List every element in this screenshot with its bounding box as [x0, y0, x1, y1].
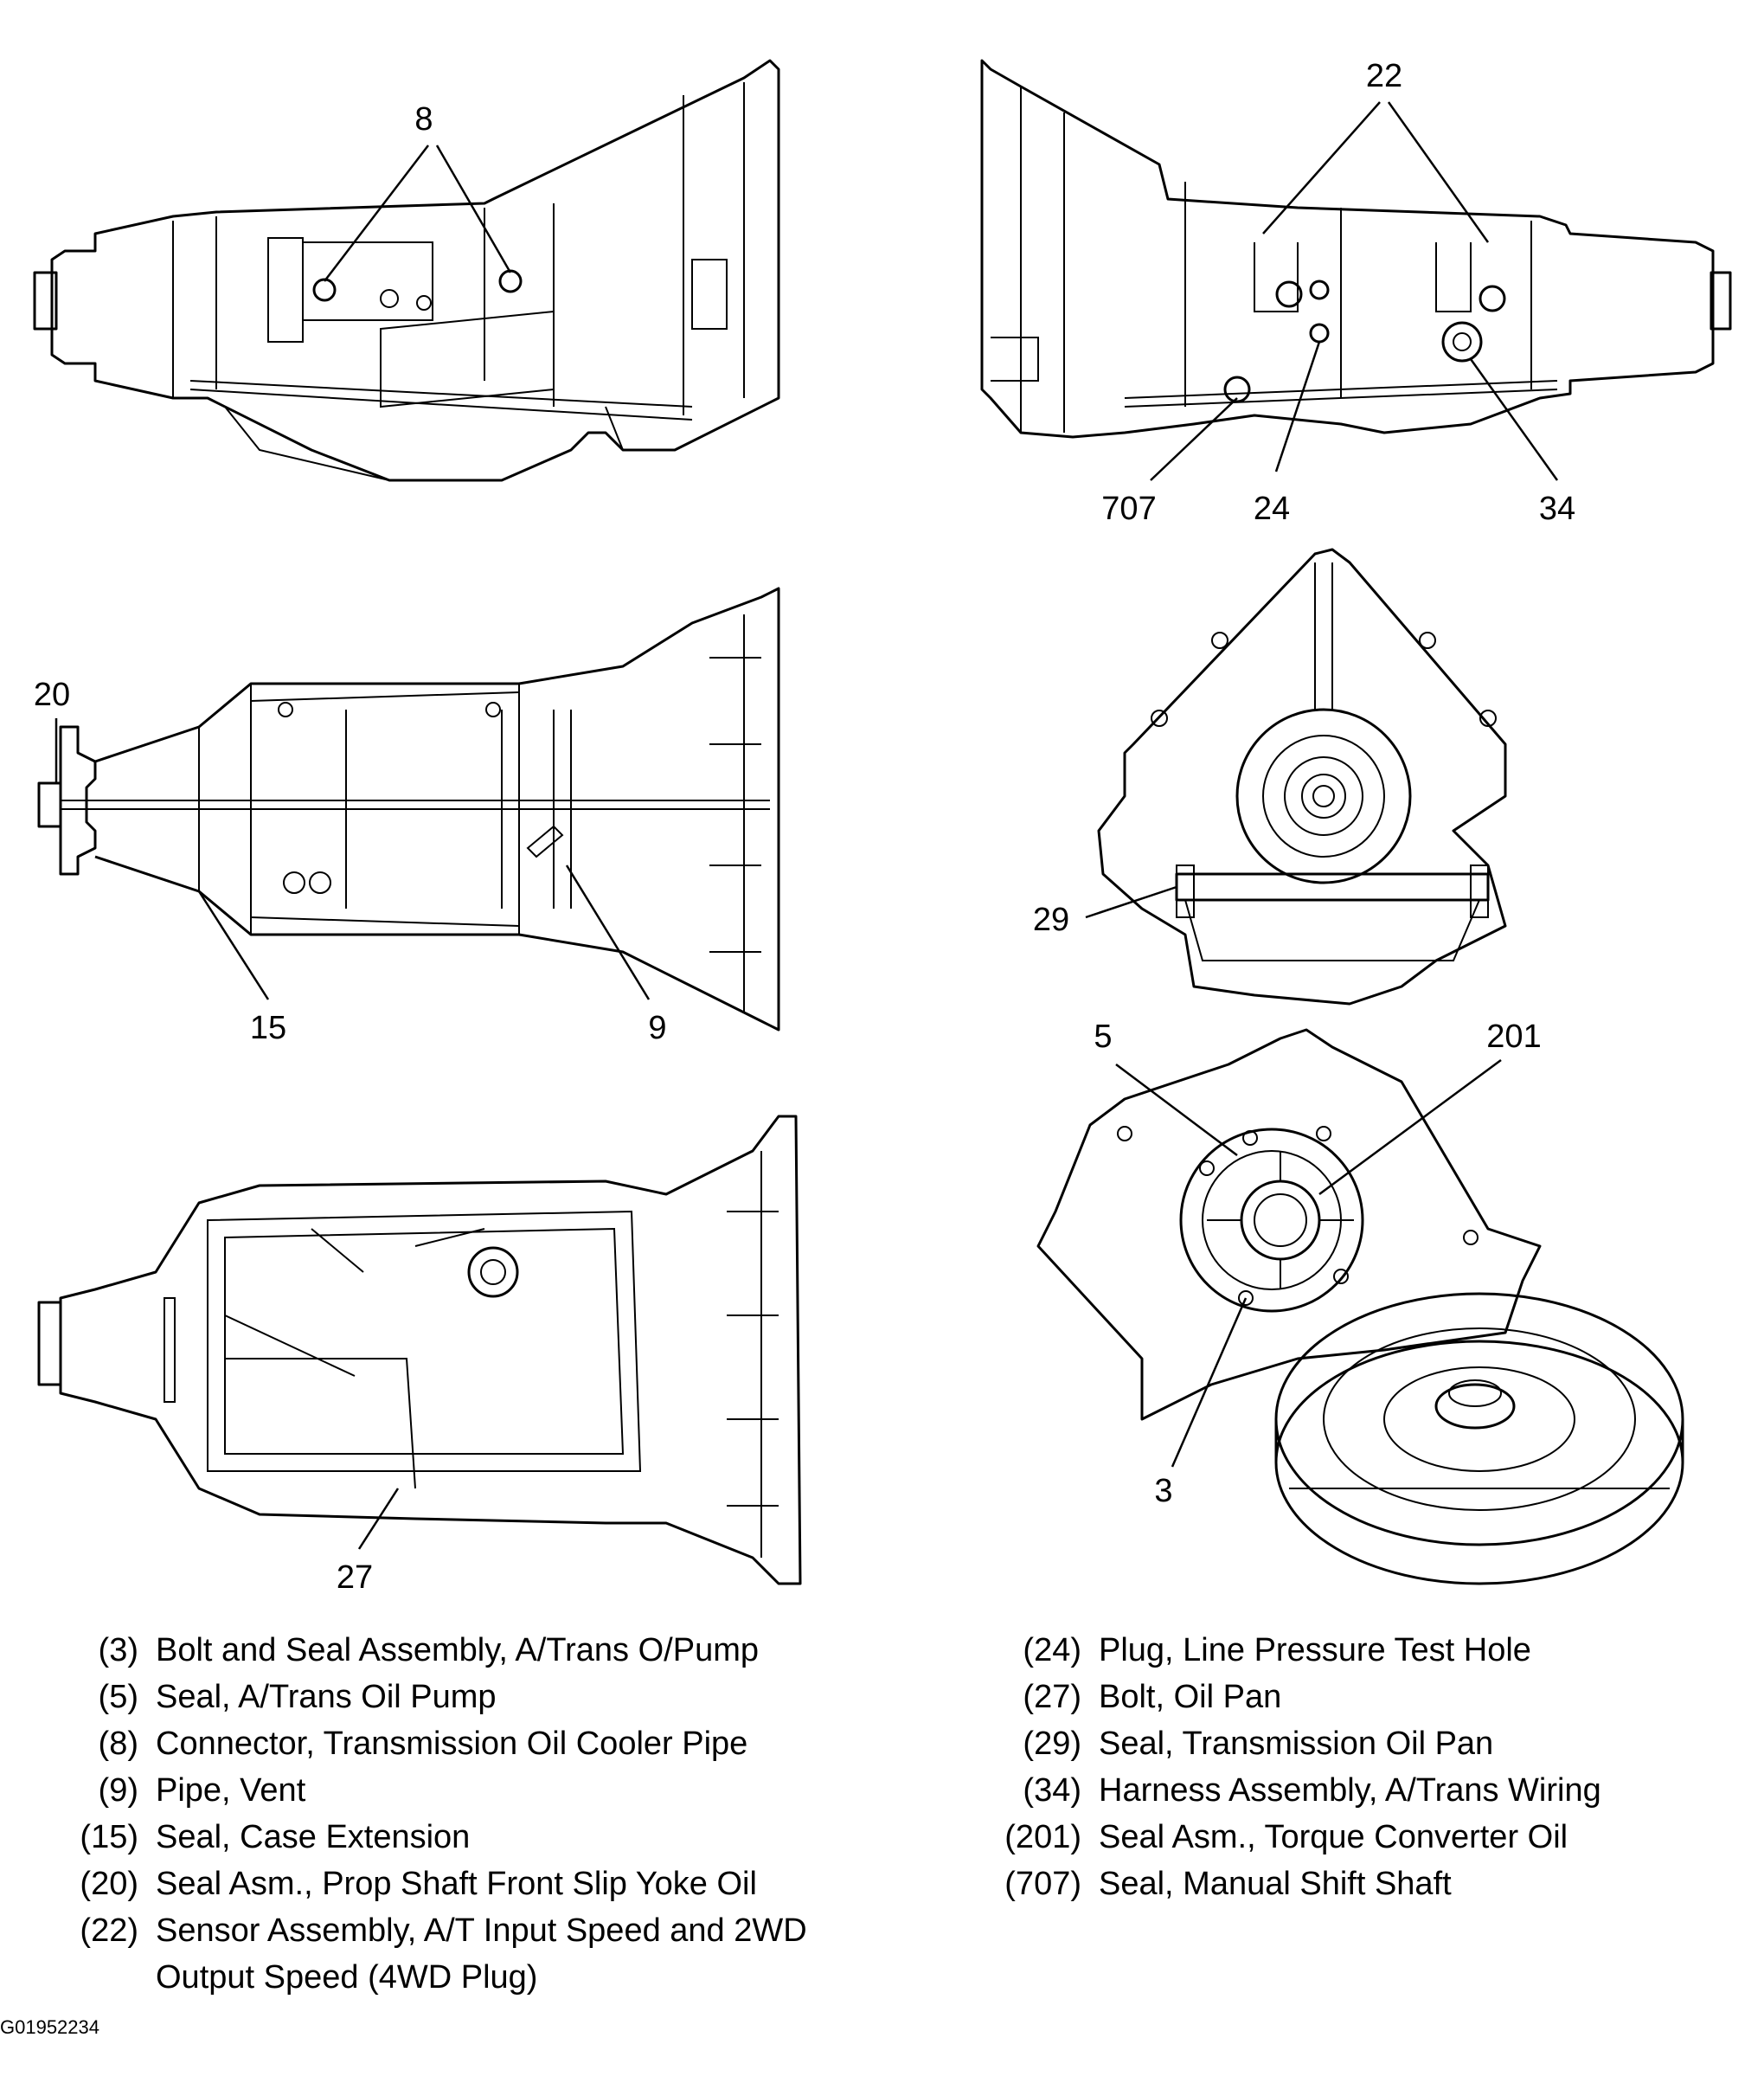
- legend-description: Harness Assembly, A/Trans Wiring: [1099, 1772, 1601, 1809]
- legend-item: (3) Bolt and Seal Assembly, A/Trans O/Pum…: [35, 1627, 839, 1674]
- legend-number: (5): [98, 1679, 138, 1715]
- callout-5: 5: [1094, 1019, 1112, 1055]
- legend-description: Sensor Assembly, A/T Input Speed and 2WD…: [156, 1912, 807, 1996]
- torque-converter: [1274, 1292, 1684, 1585]
- legend-right-column: (24) Plug, Line Pressure Test Hole (27) Bo…: [978, 1627, 1739, 1907]
- legend-item: (22) Sensor Assembly, A/T Input Speed and…: [35, 1907, 839, 2001]
- callout-29: 29: [1033, 902, 1069, 938]
- legend-number: (34): [1023, 1772, 1081, 1809]
- leader-lines: [55, 101, 1559, 1550]
- legend-number: (3): [98, 1632, 138, 1668]
- callout-707: 707: [1101, 491, 1156, 527]
- legend-description: Plug, Line Pressure Test Hole: [1099, 1632, 1531, 1668]
- transmission-top-view: [37, 587, 780, 1032]
- legend-description: Connector, Transmission Oil Cooler Pipe: [156, 1726, 748, 1762]
- legend-description: Seal Asm., Prop Shaft Front Slip Yoke Oi…: [156, 1866, 757, 1902]
- legend-item: (27) Bolt, Oil Pan: [978, 1674, 1739, 1720]
- legend-item: (5) Seal, A/Trans Oil Pump: [35, 1674, 839, 1720]
- callout-27: 27: [337, 1559, 373, 1596]
- legend-description: Seal Asm., Torque Converter Oil: [1099, 1819, 1568, 1855]
- legend-item: (20) Seal Asm., Prop Shaft Front Slip Yok…: [35, 1861, 839, 1907]
- legend-number: (29): [1023, 1726, 1081, 1762]
- callout-20: 20: [34, 677, 70, 713]
- legend-number: (27): [1023, 1679, 1081, 1715]
- legend-description: Bolt, Oil Pan: [1099, 1679, 1282, 1715]
- legend-number: (201): [1004, 1819, 1081, 1855]
- transmission-left-side-view: [33, 59, 780, 482]
- legend-item: (29) Seal, Transmission Oil Pan: [978, 1720, 1739, 1767]
- legend-item: (8) Connector, Transmission Oil Cooler Pi…: [35, 1720, 839, 1767]
- callout-15: 15: [250, 1010, 286, 1046]
- callout-34: 34: [1539, 491, 1575, 527]
- legend-description: Bolt and Seal Assembly, A/Trans O/Pump: [156, 1632, 759, 1668]
- transmission-seal-diagram: 8 22 707 24 34 20 15 9 29 5 201 3 27: [33, 58, 1732, 1596]
- legend-item: (15) Seal, Case Extension: [35, 1814, 839, 1861]
- legend-number: (20): [80, 1866, 138, 1902]
- callout-22: 22: [1366, 58, 1402, 94]
- callout-8: 8: [414, 101, 433, 138]
- legend-description: Pipe, Vent: [156, 1772, 306, 1809]
- legend-number: (24): [1023, 1632, 1081, 1668]
- legend-number: (9): [98, 1772, 138, 1809]
- legend-item: (24) Plug, Line Pressure Test Hole: [978, 1627, 1739, 1674]
- callout-201: 201: [1486, 1019, 1541, 1055]
- legend-description: Seal, Manual Shift Shaft: [1099, 1866, 1452, 1902]
- figure-code: G01952234: [0, 2016, 99, 2038]
- transmission-oil-pan-view: [37, 1115, 802, 1585]
- callout-3: 3: [1154, 1473, 1172, 1509]
- legend-item: (9) Pipe, Vent: [35, 1767, 839, 1814]
- legend-number: (15): [80, 1819, 138, 1855]
- legend-description: Seal, Case Extension: [156, 1819, 471, 1855]
- legend-number: (8): [98, 1726, 138, 1762]
- legend-item: (34) Harness Assembly, A/Trans Wiring: [978, 1767, 1739, 1814]
- legend-number: (22): [80, 1912, 138, 1949]
- legend-description: Seal, Transmission Oil Pan: [1099, 1726, 1494, 1762]
- legend-description: Seal, A/Trans Oil Pump: [156, 1679, 497, 1715]
- transmission-right-side-view: [980, 59, 1732, 439]
- legend-left-column: (3) Bolt and Seal Assembly, A/Trans O/Pum…: [35, 1627, 839, 2001]
- callout-24: 24: [1254, 491, 1290, 527]
- legend-item: (201) Seal Asm., Torque Converter Oil: [978, 1814, 1739, 1861]
- bell-housing-front-view: [1036, 1028, 1542, 1421]
- legend-item: (707) Seal, Manual Shift Shaft: [978, 1861, 1739, 1907]
- transmission-front-view: [1097, 548, 1507, 1006]
- callout-9: 9: [648, 1010, 666, 1046]
- legend-number: (707): [1004, 1866, 1081, 1902]
